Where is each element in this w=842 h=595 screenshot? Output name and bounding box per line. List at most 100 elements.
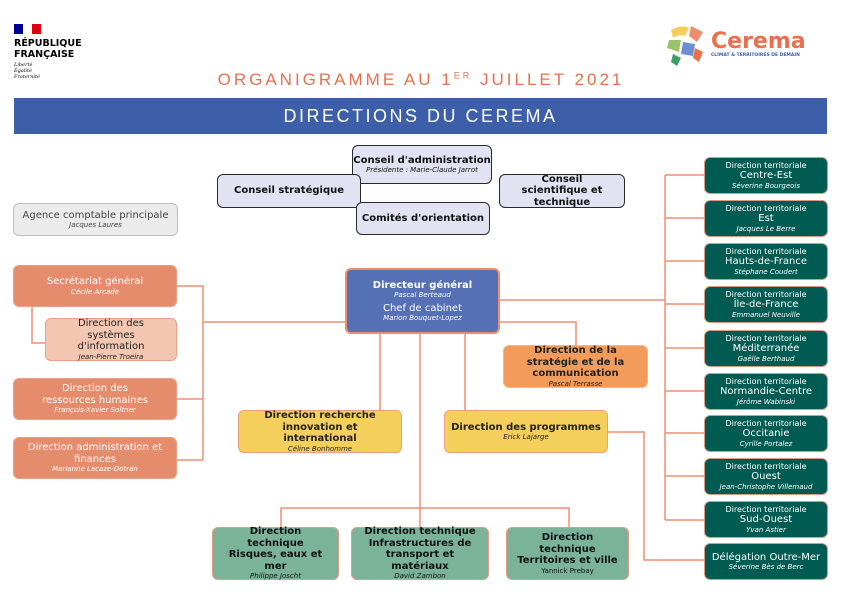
territorial-connector: [500, 174, 704, 521]
box-label: Délégation Outre-Mer: [711, 551, 821, 563]
box-person: Cécile Arcade: [70, 287, 120, 296]
box-label: Direction recherche innovation et intern…: [264, 410, 376, 445]
banner: DIRECTIONS DU CEREMA: [14, 98, 827, 134]
box-prefix: Direction territoriale: [725, 419, 807, 429]
box-prefix: Direction territoriale: [725, 290, 807, 300]
box-label: Direction administration et finances: [27, 442, 163, 465]
box-label: Est: [758, 213, 774, 225]
box-person: Jérôme Wabinski: [736, 397, 796, 406]
box-label: Agence comptable principale: [22, 209, 169, 221]
box-person: Erick Lajarge: [503, 433, 549, 442]
dg-down-connector: [280, 334, 570, 527]
box-label: Hauts-de-France: [724, 256, 808, 268]
box-label: Méditerranée: [732, 343, 800, 355]
cerema-logo-icon: [667, 26, 703, 66]
motto-3: Fraternité: [14, 74, 40, 80]
box-person: Jacques Laures: [69, 221, 122, 230]
title-end: JUILLET 2021: [472, 70, 625, 89]
box-label: Direction des ressources humaines: [42, 383, 148, 406]
box-person: Jacques Le Berre: [736, 224, 796, 233]
box-label: Ouest: [751, 471, 781, 483]
republique-text-1: RÉPUBLIQUE: [14, 38, 82, 49]
republique-text-2: FRANÇAISE: [14, 49, 75, 60]
direction-recherche-innovation[interactable]: Direction recherche innovation et intern…: [238, 410, 402, 453]
box-label: Direction des systèmes d'information: [77, 318, 145, 353]
box-person: Yannick Prebay: [541, 566, 594, 575]
comites-orientation[interactable]: Comités d'orientation: [356, 202, 490, 235]
box-prefix: Direction territoriale: [725, 247, 807, 257]
title-sup: ER: [453, 70, 473, 81]
box-prefix: Direction territoriale: [725, 505, 807, 515]
box-person: Yvan Astier: [746, 525, 786, 534]
box-prefix: Direction territoriale: [725, 377, 807, 387]
direction-technique-risques[interactable]: Direction technique Risques, eaux et mer…: [212, 526, 339, 581]
box-label: Direction technique Risques, eaux et mer: [228, 526, 323, 572]
motto-1: Liberté: [14, 62, 33, 68]
box-person: Stéphane Coudert: [734, 267, 798, 276]
box-person: Jean-Pierre Troeira: [78, 352, 144, 361]
box-label: Direction de la stratégie et de la commu…: [526, 345, 625, 380]
box-prefix: Direction territoriale: [725, 204, 807, 214]
box-person: Emmanuel Neuville: [732, 310, 800, 319]
box-label: Sud-Ouest: [739, 514, 793, 526]
flag-icon: [14, 24, 41, 34]
box-label: Occitanie: [742, 428, 790, 440]
box-label: Secrétariat général: [46, 276, 144, 288]
box-label: Conseil scientifique et technique: [521, 173, 603, 208]
conseil-strategique[interactable]: Conseil stratégique: [217, 174, 361, 208]
box-person: Présidente : Marie-Claude Jarrot: [366, 166, 478, 175]
box-label: Directeur général: [372, 279, 473, 291]
box-person: Philippe Joscht: [250, 572, 301, 581]
cerema-tagline: CLIMAT & TERRITOIRES DE DEMAIN: [711, 52, 800, 58]
box-label: Comités d'orientation: [361, 212, 485, 224]
box-label: Conseil d'administration: [353, 154, 491, 166]
box-person: Séverine Bourgeois: [731, 181, 800, 190]
box-person: Pascal Berteaud: [394, 291, 451, 300]
box-label: Direction technique Territoires et ville: [517, 532, 618, 567]
box-person: Marianne Lacaze-Dotran: [52, 465, 138, 474]
strategy-connector: [500, 321, 577, 345]
box-person: Céline Bonhomme: [287, 444, 353, 453]
cerema-logo: Cerema CLIMAT & TERRITOIRES DE DEMAIN: [665, 22, 806, 66]
box-person: Cyrille Portalez: [739, 439, 793, 448]
box-person: Séverine Bès de Berc: [728, 563, 804, 572]
direction-technique-territoires[interactable]: Direction technique Territoires et ville…: [506, 527, 629, 580]
box-label: Direction technique Infrastructures de t…: [364, 526, 476, 572]
box-person: Jean-Christophe Villemaud: [719, 482, 813, 491]
republique-logo: RÉPUBLIQUE FRANÇAISE Liberté Égalité Fra…: [14, 24, 82, 80]
box-person: Pascal Terrasse: [548, 379, 603, 388]
box-label: Centre-Est: [739, 170, 793, 182]
box-label: Conseil stratégique: [233, 185, 345, 197]
direction-strategie-communication[interactable]: Direction de la stratégie et de la commu…: [503, 345, 648, 388]
box-label: Île-de-France: [733, 299, 799, 311]
chef-cabinet-label: Chef de cabinet: [382, 302, 462, 314]
title-text: ORGANIGRAMME AU 1: [217, 70, 454, 89]
box-label: Direction des programmes: [451, 421, 601, 433]
direction-technique-infrastructures[interactable]: Direction technique Infrastructures de t…: [351, 526, 489, 580]
dsi-connector: [31, 307, 45, 344]
box-prefix: Direction territoriale: [725, 161, 807, 171]
conseil-scientifique[interactable]: Conseil scientifique et technique: [499, 174, 625, 208]
outremer-connector: [608, 431, 704, 561]
box-prefix: Direction territoriale: [725, 334, 807, 344]
